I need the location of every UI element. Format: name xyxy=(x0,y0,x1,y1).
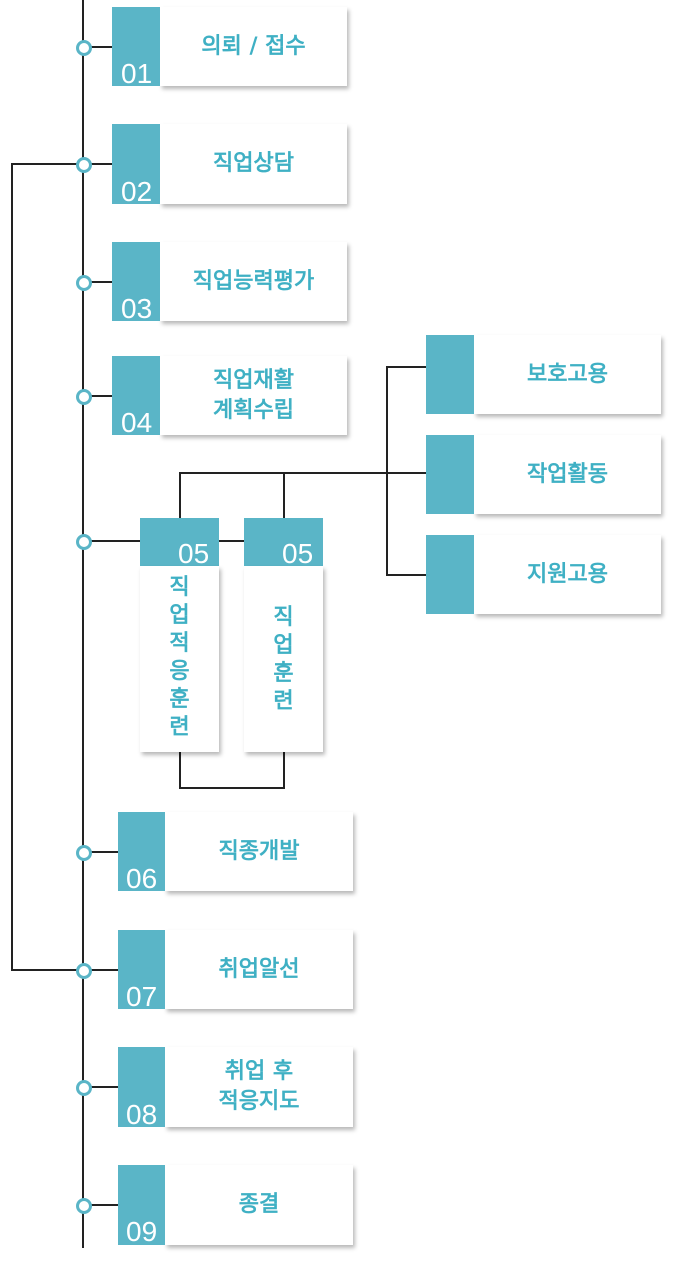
timeline-dot-09 xyxy=(76,1198,92,1214)
step-number-tab-08 xyxy=(118,1047,165,1127)
outcome-label-1: 보호고용 xyxy=(527,361,608,387)
step-card-08: 취업 후 적응지도 xyxy=(165,1047,353,1127)
connector-05a-outcomes xyxy=(179,472,426,518)
outcome-label-2: 작업활동 xyxy=(527,461,608,487)
step-number-06: 06 xyxy=(126,863,158,894)
timeline-dot-07 xyxy=(76,963,92,979)
step-label-09: 종결 xyxy=(238,1192,280,1217)
step-label-05a: 직업적응훈련 xyxy=(169,575,190,740)
step-number-tab-05a xyxy=(140,518,219,566)
step-label-03: 직업능력평가 xyxy=(192,268,315,294)
outcome-tab-1 xyxy=(426,335,474,414)
step-number-tab-03 xyxy=(112,242,160,321)
step-number-08: 08 xyxy=(126,1099,158,1130)
step-label-01: 의뢰 / 접수 xyxy=(201,33,306,59)
step-number-04: 04 xyxy=(121,407,153,438)
timeline-dot-08 xyxy=(76,1080,92,1096)
timeline-dot-05 xyxy=(76,534,92,550)
timeline-dot-06 xyxy=(76,845,92,861)
step-card-09: 종결 xyxy=(165,1165,353,1245)
step-number-05b: 05 xyxy=(282,538,314,569)
step-card-04: 직업재활 계획수립 xyxy=(160,356,347,435)
step-label-02: 직업상담 xyxy=(213,151,294,176)
outcome-tab-2 xyxy=(426,435,474,514)
step-number-tab-02 xyxy=(112,124,160,204)
outcomes-bracket xyxy=(386,366,426,576)
loop-connector-02-07 xyxy=(11,163,118,971)
outcome-card-1: 보호고용 xyxy=(474,335,661,414)
step-number-tab-01 xyxy=(112,7,160,86)
step-label-08: 취업 후 적응지도 xyxy=(218,1059,300,1114)
step-number-tab-04 xyxy=(112,356,160,435)
step-number-02: 02 xyxy=(121,176,153,207)
step-card-07: 취업알선 xyxy=(165,930,353,1009)
step-label-05b: 직업훈련 xyxy=(273,605,294,714)
timeline-dot-02 xyxy=(76,157,92,173)
timeline-dot-03 xyxy=(76,275,92,291)
step-label-07: 취업알선 xyxy=(218,956,300,982)
step-label-04: 직업재활 계획수립 xyxy=(213,367,294,423)
outcome-card-3: 지원고용 xyxy=(474,535,661,614)
step-number-09: 09 xyxy=(126,1216,158,1247)
outcome-label-3: 지원고용 xyxy=(527,561,608,587)
step-card-06: 직종개발 xyxy=(165,812,353,891)
step-number-tab-06 xyxy=(118,812,165,891)
step-number-tab-05b xyxy=(244,518,323,566)
step-number-07: 07 xyxy=(126,981,158,1012)
step-number-01: 01 xyxy=(121,58,153,89)
connector-05-bottom xyxy=(179,752,285,789)
step-card-02: 직업상담 xyxy=(160,124,347,204)
step-number-tab-09 xyxy=(118,1165,165,1245)
timeline-dot-01 xyxy=(76,40,92,56)
outcome-card-2: 작업활동 xyxy=(474,435,661,514)
timeline-dot-04 xyxy=(76,389,92,405)
step-card-05b: 직업훈련 xyxy=(244,566,323,752)
step-number-05a: 05 xyxy=(178,538,210,569)
outcome-tab-3 xyxy=(426,535,474,614)
step-card-01: 의뢰 / 접수 xyxy=(160,7,347,86)
step-label-06: 직종개발 xyxy=(218,838,300,864)
step-number-03: 03 xyxy=(121,293,153,324)
step-card-05a: 직업적응훈련 xyxy=(140,566,219,752)
step-card-03: 직업능력평가 xyxy=(160,242,347,321)
step-number-tab-07 xyxy=(118,930,165,1009)
